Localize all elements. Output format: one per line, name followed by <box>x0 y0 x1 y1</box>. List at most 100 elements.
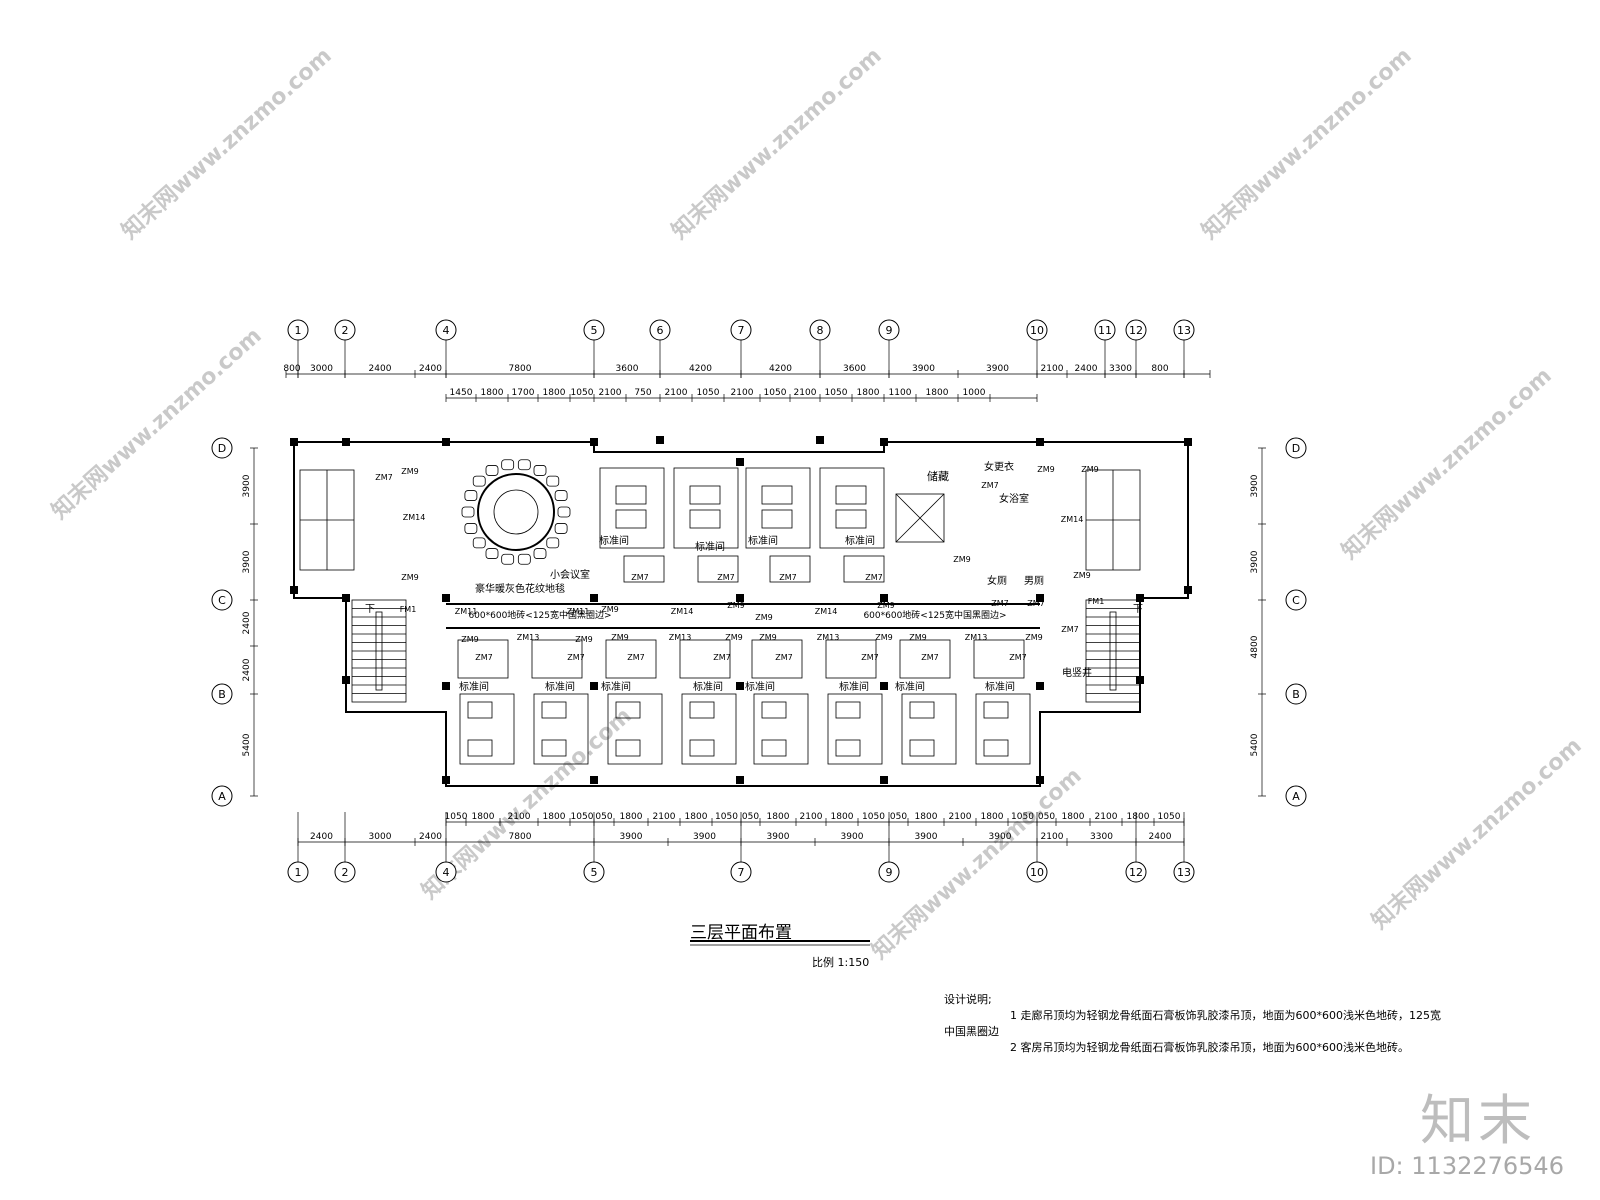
door-tag: ZM9 <box>601 605 618 614</box>
guest-room <box>673 467 739 549</box>
dim-top-1-value: 4200 <box>689 364 712 374</box>
dim-bottom-1-value: 2100 <box>1095 812 1118 822</box>
chair <box>517 459 531 471</box>
axis-label-bottom: 12 <box>1129 866 1143 879</box>
door-tag: FM1 <box>400 605 417 614</box>
dim-top-1-value: 3900 <box>986 364 1009 374</box>
axis-label-top: 4 <box>443 324 450 337</box>
bed <box>835 509 867 529</box>
bed <box>689 701 715 719</box>
bed <box>909 739 935 757</box>
dim-top-2-value: 1050 <box>825 388 848 398</box>
chair <box>472 475 486 487</box>
scale-label: 比例 1:150 <box>812 956 870 969</box>
guest-room <box>753 693 809 765</box>
dim-bottom-1-value: 1050 <box>1011 812 1034 822</box>
brand-logo: 知末 <box>1420 1089 1536 1152</box>
axis-bubble-left <box>211 437 233 459</box>
dim-bottom-1-value: 1800 <box>543 812 566 822</box>
door-tag: ZM9 <box>909 633 926 642</box>
dim-bottom-1-value: 1800 <box>1127 812 1150 822</box>
column <box>1136 594 1144 602</box>
bed <box>983 701 1009 719</box>
chair <box>464 523 478 534</box>
round-table <box>477 473 555 551</box>
dim-top-1-value: 3600 <box>616 364 639 374</box>
chair <box>464 490 478 501</box>
dim-top-2-value: 2100 <box>665 388 688 398</box>
door-tag: ZM11 <box>455 607 478 616</box>
dim-bottom-1-value: 1800 <box>767 812 790 822</box>
room-standard: 标准间 <box>985 680 1015 693</box>
dim-top-1-value: 800 <box>1151 364 1168 374</box>
dim-bottom-1-value: 1050 <box>1158 812 1181 822</box>
dim-top-1-value: 3000 <box>310 364 333 374</box>
column <box>736 458 744 466</box>
axis-label-top: 6 <box>657 324 664 337</box>
bed <box>761 485 793 505</box>
bed <box>615 739 641 757</box>
dim-top-2-value: 1800 <box>926 388 949 398</box>
column <box>736 594 744 602</box>
chair <box>501 553 515 565</box>
bathroom <box>899 639 951 679</box>
door-tag: ZM9 <box>1081 465 1098 474</box>
chair <box>533 548 547 559</box>
dim-bottom-2-value: 2400 <box>419 832 442 842</box>
column <box>442 594 450 602</box>
dim-bottom-1-value: 1050 <box>715 812 738 822</box>
dim-top-1-value: 2100 <box>1041 364 1064 374</box>
column <box>1184 438 1192 446</box>
bathroom <box>531 639 583 679</box>
room-standard: 标准间 <box>545 680 575 693</box>
chair <box>554 523 568 534</box>
chair <box>501 459 515 471</box>
column <box>736 776 744 784</box>
axis-bubble-left <box>211 683 233 705</box>
corridor-note-left: 600*600地砖<125宽中国黑圈边> <box>468 609 611 621</box>
door-tag: ZM13 <box>965 633 988 642</box>
dim-top-2-value: 1050 <box>571 388 594 398</box>
guest-room <box>819 467 885 549</box>
axis-label-left: C <box>218 594 226 607</box>
room-female-wc: 女厕 <box>987 574 1007 587</box>
room-standard: 标准间 <box>695 540 725 553</box>
dim-right-value: 3900 <box>1250 474 1260 497</box>
axis-label-bottom: 7 <box>738 866 745 879</box>
dim-top-2-value: 1800 <box>543 388 566 398</box>
column <box>1036 594 1044 602</box>
dim-left-value: 2400 <box>242 658 252 681</box>
bathroom <box>825 639 877 679</box>
elevator-x <box>895 493 945 543</box>
door-tag: ZM7 <box>375 473 392 482</box>
dim-bottom-1-value: 1800 <box>685 812 708 822</box>
column <box>342 438 350 446</box>
elevator <box>895 493 945 543</box>
dim-left-value: 5400 <box>242 733 252 756</box>
chair <box>557 506 571 518</box>
watermark-text: 知末网www.znzmo.com <box>47 323 267 525</box>
dim-bottom-1-value: 2100 <box>508 812 531 822</box>
guest-room <box>745 467 811 549</box>
column <box>342 594 350 602</box>
lazy-susan <box>493 489 539 535</box>
dim-top-1-value: 3600 <box>843 364 866 374</box>
bathroom <box>623 555 665 583</box>
corridor-note-right: 600*600地砖<125宽中国黑圈边> <box>863 609 1006 621</box>
column <box>656 436 664 444</box>
axis-label-bottom: 4 <box>443 866 450 879</box>
bed <box>689 509 721 529</box>
column <box>816 436 824 444</box>
chair <box>554 490 568 501</box>
dim-bottom-1-value: 2100 <box>653 812 676 822</box>
door-tag: ZM7 <box>861 653 878 662</box>
column <box>880 594 888 602</box>
axis-bubble-left <box>211 785 233 807</box>
chair <box>461 506 475 518</box>
dim-bottom-1-value: 1800 <box>472 812 495 822</box>
dim-top-1-value: 3900 <box>912 364 935 374</box>
dim-top-1-value: 7800 <box>509 364 532 374</box>
door-tag: ZM14 <box>671 607 694 616</box>
bathroom <box>769 555 811 583</box>
dim-top-2-value: 2100 <box>599 388 622 398</box>
